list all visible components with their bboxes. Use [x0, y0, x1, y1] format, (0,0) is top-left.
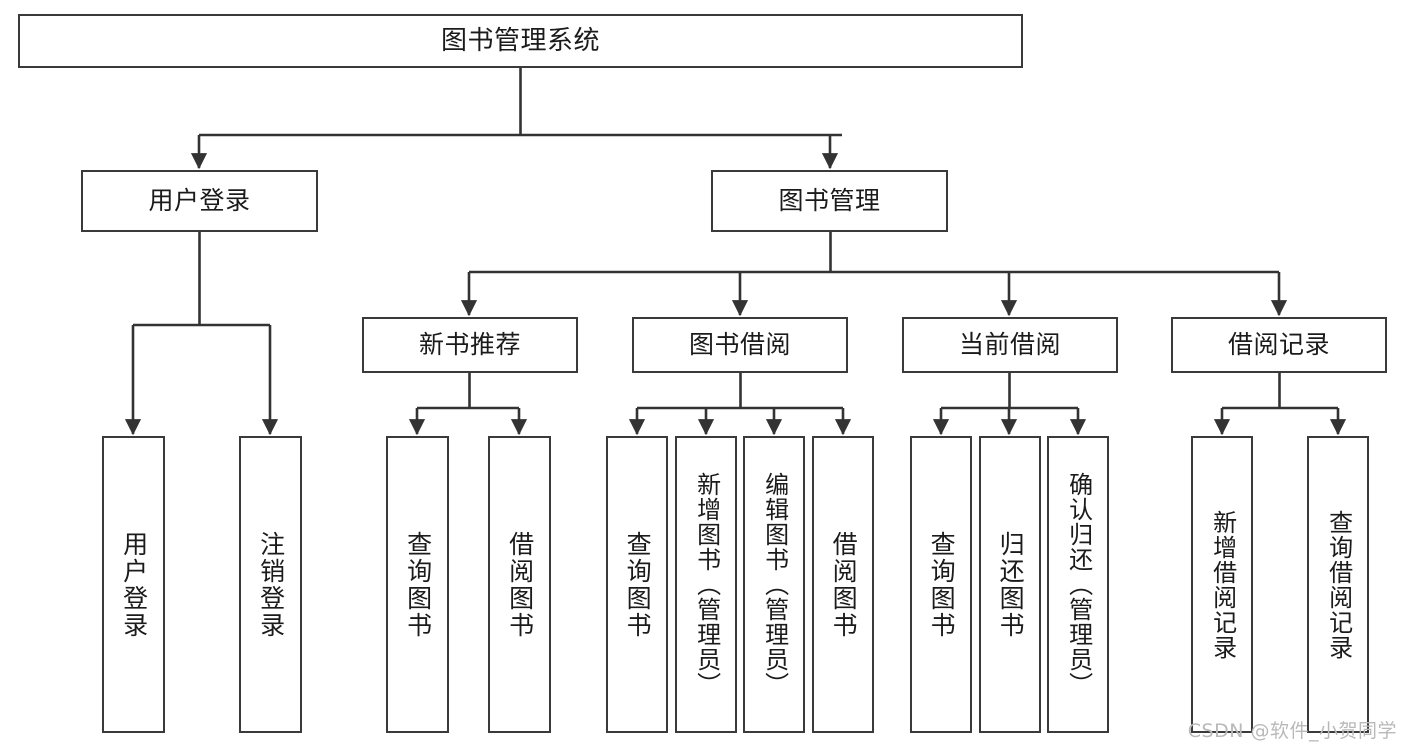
node-leaf-edit-book-label: 编辑图书（管理员） [760, 472, 789, 697]
node-leaf-borrow-book-1-label: 借阅图书 [505, 530, 535, 639]
node-leaf-user-login[interactable]: 用户登录 [102, 436, 165, 733]
node-leaf-query-book-3-label: 查询图书 [927, 530, 957, 639]
node-book-borrow-label: 图书借阅 [688, 330, 791, 360]
node-leaf-add-record-label: 新增借阅记录 [1208, 509, 1237, 660]
node-leaf-add-book[interactable]: 新增图书（管理员） [675, 436, 737, 733]
node-leaf-query-book-1-label: 查询图书 [403, 530, 433, 639]
node-leaf-borrow-book-2-label: 借阅图书 [829, 530, 859, 639]
node-leaf-query-book-1[interactable]: 查询图书 [386, 436, 449, 733]
node-borrow-record[interactable]: 借阅记录 [1171, 317, 1387, 373]
node-leaf-return-book-label: 归还图书 [996, 530, 1026, 639]
node-book-manage[interactable]: 图书管理 [711, 170, 948, 232]
node-current-borrow-label: 当前借阅 [958, 330, 1061, 360]
node-leaf-query-record[interactable]: 查询借阅记录 [1307, 436, 1369, 733]
node-leaf-confirm-return[interactable]: 确认归还（管理员） [1047, 436, 1109, 733]
node-new-book-recommend[interactable]: 新书推荐 [362, 317, 578, 373]
node-leaf-borrow-book-1[interactable]: 借阅图书 [488, 436, 551, 733]
node-current-borrow[interactable]: 当前借阅 [902, 317, 1118, 373]
node-leaf-user-logout[interactable]: 注销登录 [239, 436, 302, 733]
node-leaf-user-login-label: 用户登录 [119, 530, 149, 639]
node-leaf-edit-book[interactable]: 编辑图书（管理员） [743, 436, 805, 733]
node-book-manage-label: 图书管理 [778, 186, 881, 216]
node-leaf-query-book-2-label: 查询图书 [623, 530, 653, 639]
node-root-system-label: 图书管理系统 [440, 25, 600, 56]
node-leaf-return-book[interactable]: 归还图书 [979, 436, 1041, 733]
node-leaf-add-record[interactable]: 新增借阅记录 [1191, 436, 1253, 733]
node-leaf-borrow-book-2[interactable]: 借阅图书 [812, 436, 874, 733]
node-user-login[interactable]: 用户登录 [81, 170, 318, 232]
node-leaf-query-book-3[interactable]: 查询图书 [910, 436, 972, 733]
node-book-borrow[interactable]: 图书借阅 [632, 317, 848, 373]
node-leaf-confirm-return-label: 确认归还（管理员） [1064, 472, 1093, 697]
csdn-watermark: CSDN @软件_小贺同学 [1187, 720, 1397, 742]
node-user-login-label: 用户登录 [148, 186, 251, 216]
node-leaf-query-record-label: 查询借阅记录 [1324, 509, 1353, 660]
node-root-system[interactable]: 图书管理系统 [18, 14, 1023, 68]
node-borrow-record-label: 借阅记录 [1227, 330, 1330, 360]
node-leaf-user-logout-label: 注销登录 [256, 530, 286, 639]
node-leaf-add-book-label: 新增图书（管理员） [692, 472, 721, 697]
node-leaf-query-book-2[interactable]: 查询图书 [606, 436, 668, 733]
node-new-book-recommend-label: 新书推荐 [418, 330, 521, 360]
